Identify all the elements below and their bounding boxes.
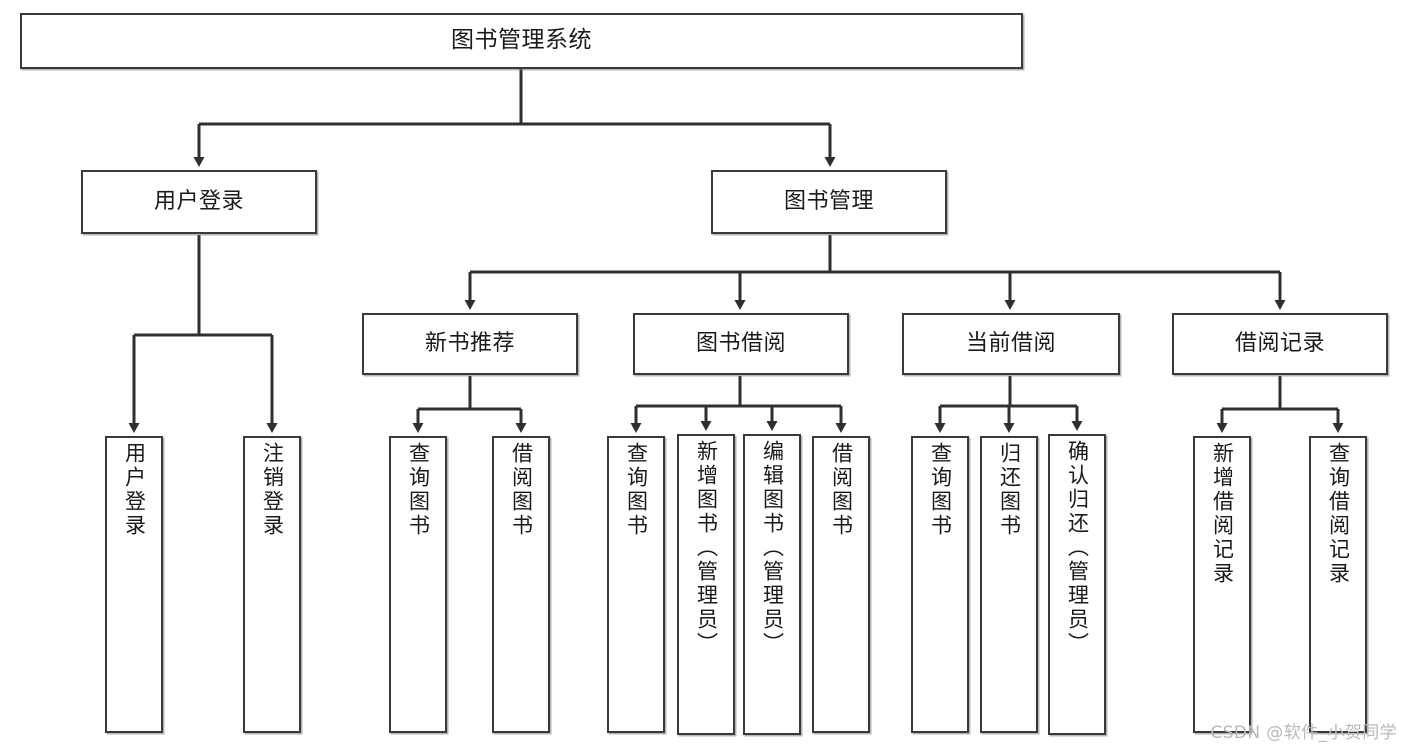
node-root-system[interactable]: 图书管理系统 — [20, 13, 1023, 69]
node-label: 当前借阅 — [965, 331, 1056, 357]
node-label: 注销登录 — [260, 442, 285, 538]
node-label: 查询图书 — [928, 442, 953, 538]
node-borrow-record[interactable]: 借阅记录 — [1172, 313, 1388, 375]
node-label: 用户登录 — [122, 442, 147, 538]
node-label: 新增借阅记录 — [1210, 442, 1235, 586]
node-current-borrow[interactable]: 当前借阅 — [902, 313, 1120, 375]
leaf-current-borrow-confirm-return[interactable]: 确认归还（管理员） — [1048, 434, 1106, 735]
node-label: 确认归还（管理员） — [1065, 440, 1090, 656]
node-label: 用户登录 — [153, 189, 244, 215]
leaf-borrow-record-add[interactable]: 新增借阅记录 — [1193, 436, 1251, 733]
node-label: 图书管理系统 — [451, 27, 592, 54]
leaf-new-book-borrow[interactable]: 借阅图书 — [492, 436, 550, 733]
node-label: 编辑图书（管理员） — [760, 440, 785, 656]
node-label: 借阅图书 — [829, 442, 854, 538]
leaf-book-borrow-add[interactable]: 新增图书（管理员） — [677, 434, 735, 735]
leaf-borrow-record-query[interactable]: 查询借阅记录 — [1309, 436, 1367, 733]
node-label: 借阅图书 — [509, 442, 534, 538]
leaf-current-borrow-query[interactable]: 查询图书 — [911, 436, 969, 733]
node-user-login[interactable]: 用户登录 — [81, 170, 317, 234]
node-label: 查询图书 — [624, 442, 649, 538]
leaf-user-login-signout[interactable]: 注销登录 — [243, 436, 301, 733]
node-book-management[interactable]: 图书管理 — [711, 170, 947, 234]
leaf-new-book-query[interactable]: 查询图书 — [389, 436, 447, 733]
node-label: 图书管理 — [783, 189, 874, 215]
node-label: 图书借阅 — [695, 331, 786, 357]
csdn-watermark: CSDN @软件_小贺同学 — [1210, 723, 1397, 743]
node-label: 查询借阅记录 — [1326, 442, 1351, 586]
node-label: 归还图书 — [997, 442, 1022, 538]
node-book-borrow[interactable]: 图书借阅 — [633, 313, 849, 375]
leaf-book-borrow-edit[interactable]: 编辑图书（管理员） — [743, 434, 801, 735]
node-label: 查询图书 — [406, 442, 431, 538]
leaf-current-borrow-return[interactable]: 归还图书 — [980, 436, 1038, 733]
node-new-book-recommend[interactable]: 新书推荐 — [362, 313, 578, 375]
leaf-book-borrow-query[interactable]: 查询图书 — [607, 436, 665, 733]
node-label: 借阅记录 — [1234, 331, 1325, 357]
leaf-book-borrow-lend[interactable]: 借阅图书 — [812, 436, 870, 733]
node-label: 新增图书（管理员） — [694, 440, 719, 656]
leaf-user-login-signin[interactable]: 用户登录 — [105, 436, 163, 733]
node-label: 新书推荐 — [424, 331, 515, 357]
